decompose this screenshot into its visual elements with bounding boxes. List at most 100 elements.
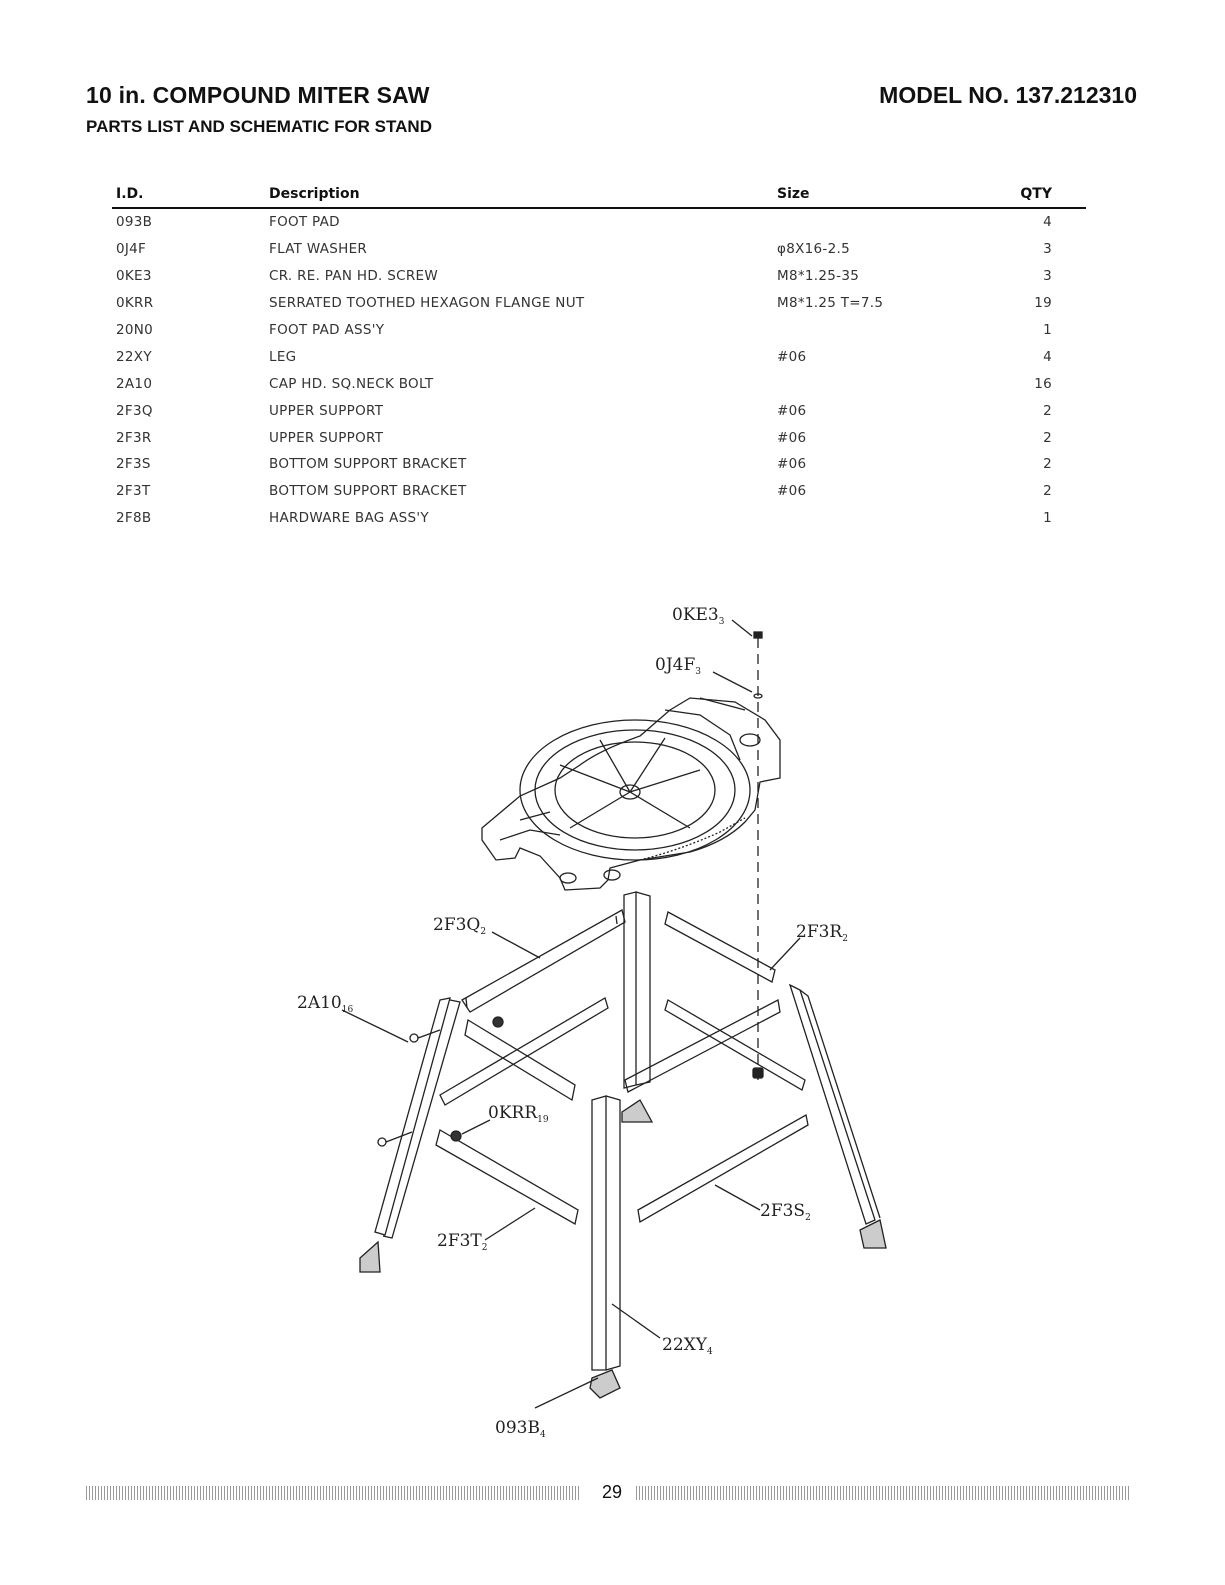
- cell-qty: 4: [1043, 348, 1052, 365]
- cell-size: #06: [777, 456, 807, 473]
- callout-label: 2F3Q2: [433, 915, 486, 937]
- cell-qty: 16: [1034, 375, 1052, 392]
- cell-size: #06: [777, 402, 807, 419]
- cell-size: [773, 370, 1001, 397]
- table-row: 093B FOOT PAD 4: [112, 208, 1086, 236]
- cell-description: FOOT PAD: [269, 214, 340, 231]
- cell-id: 2A10: [116, 375, 153, 392]
- callout-label: 2A1016: [297, 993, 353, 1015]
- cell-description: BOTTOM SUPPORT BRACKET: [269, 483, 467, 500]
- callout-label: 0J4F3: [655, 655, 701, 677]
- cell-size: #06: [777, 348, 807, 365]
- callout-label: 093B4: [495, 1418, 546, 1440]
- cell-size: φ8X16-2.5: [777, 241, 850, 258]
- column-header-description: Description: [265, 184, 773, 209]
- cell-id: 20N0: [116, 322, 154, 338]
- cell-qty: 1: [1043, 510, 1052, 527]
- callout-quantity: 19: [537, 1115, 549, 1125]
- cell-qty: 2: [1043, 429, 1052, 446]
- table-row: 22XY LEG #06 4: [112, 343, 1086, 370]
- cell-id: 2F3Q: [116, 402, 153, 419]
- cell-description: UPPER SUPPORT: [269, 402, 384, 419]
- cell-size: [773, 505, 1001, 532]
- table-row: 2F3R UPPER SUPPORT #06 2: [112, 424, 1086, 451]
- callout-quantity: 16: [342, 1005, 354, 1015]
- callout-label: 0KE33: [672, 605, 725, 627]
- cell-description: CAP HD. SQ.NECK BOLT: [269, 375, 434, 392]
- callout-label: 2F3S2: [760, 1201, 811, 1223]
- table-row: 2A10 CAP HD. SQ.NECK BOLT 16: [112, 370, 1086, 397]
- bottom-support-drawing: [435, 1129, 579, 1226]
- table-row: 0KRR SERRATED TOOTHED HEXAGON FLANGE NUT M…: [112, 290, 1086, 317]
- saw-base-drawing: [481, 697, 781, 891]
- callout-quantity: 3: [695, 667, 701, 677]
- cell-qty: 2: [1043, 483, 1052, 500]
- cell-id: 2F3S: [116, 456, 151, 473]
- cell-size: M8*1.25 T=7.5: [777, 295, 884, 312]
- callout-id: 0KRR: [488, 1103, 538, 1123]
- cell-id: 093B: [116, 214, 153, 231]
- cell-size: #06: [777, 483, 807, 500]
- callout-quantity: 2: [482, 1243, 488, 1253]
- table-row: 2F3S BOTTOM SUPPORT BRACKET #06 2: [112, 451, 1086, 478]
- model-number: MODEL NO. 137.212310: [879, 82, 1137, 108]
- cell-id: 0KRR: [116, 295, 154, 312]
- footer-hatch-right: [636, 1486, 1129, 1500]
- callout-id: 2F3S: [760, 1201, 805, 1221]
- upper-support-drawing: [461, 909, 626, 1013]
- column-header-qty: QTY: [1001, 184, 1086, 209]
- cell-qty: 1: [1043, 322, 1052, 338]
- callout-id: 0J4F: [655, 655, 695, 675]
- callout-quantity: 2: [480, 927, 486, 937]
- callout-id: 093B: [495, 1418, 540, 1438]
- callout-label: 2F3T2: [437, 1231, 488, 1253]
- hardware-hardware-line: [752, 631, 764, 1080]
- cell-description: LEG: [269, 348, 297, 365]
- cell-size: [773, 317, 1001, 344]
- cell-qty: 4: [1043, 214, 1052, 231]
- cell-id: 2F3R: [116, 429, 152, 446]
- callout-quantity: 2: [805, 1213, 811, 1223]
- page-number: 29: [601, 1482, 623, 1502]
- cell-description: BOTTOM SUPPORT BRACKET: [269, 456, 467, 473]
- callout-id: 22XY: [662, 1335, 708, 1355]
- page-title: 10 in. COMPOUND MITER SAW: [86, 82, 430, 108]
- cell-description: SERRATED TOOTHED HEXAGON FLANGE NUT: [269, 295, 585, 312]
- column-header-id: I.D.: [112, 184, 265, 209]
- cell-qty: 19: [1034, 295, 1052, 312]
- table-row: 2F8B HARDWARE BAG ASS'Y 1: [112, 505, 1086, 532]
- leg-drawing: [374, 891, 881, 1371]
- table-row: 2F3Q UPPER SUPPORT #06 2: [112, 397, 1086, 424]
- callout-quantity: 4: [540, 1430, 546, 1440]
- cell-description: FOOT PAD ASS'Y: [269, 322, 385, 338]
- callout-id: 0KE3: [672, 605, 719, 625]
- cell-size: #06: [777, 429, 807, 446]
- cell-size: M8*1.25-35: [777, 268, 860, 285]
- cell-id: 0KE3: [116, 268, 152, 285]
- cell-id: 2F8B: [116, 510, 152, 527]
- cell-qty: 2: [1043, 456, 1052, 473]
- page-subtitle: PARTS LIST AND SCHEMATIC FOR STAND: [86, 117, 432, 136]
- callout-quantity: 4: [707, 1347, 713, 1357]
- callout-id: 2F3R: [796, 922, 843, 942]
- table-row: 20N0 FOOT PAD ASS'Y 1: [112, 317, 1086, 344]
- callout-label: 2F3R2: [796, 922, 848, 944]
- cell-qty: 3: [1043, 268, 1052, 285]
- cell-id: 22XY: [116, 348, 152, 365]
- table-header-row: I.D. Description Size QTY: [112, 184, 1086, 209]
- cell-description: HARDWARE BAG ASS'Y: [269, 510, 429, 527]
- callout-label: 22XY4: [662, 1335, 713, 1357]
- cell-description: CR. RE. PAN HD. SCREW: [269, 268, 438, 285]
- cell-description: UPPER SUPPORT: [269, 429, 384, 446]
- footer-hatch-left: [86, 1486, 580, 1500]
- cell-qty: 2: [1043, 402, 1052, 419]
- table-row: 0KE3 CR. RE. PAN HD. SCREW M8*1.25-35 3: [112, 263, 1086, 290]
- cell-description: FLAT WASHER: [269, 241, 368, 258]
